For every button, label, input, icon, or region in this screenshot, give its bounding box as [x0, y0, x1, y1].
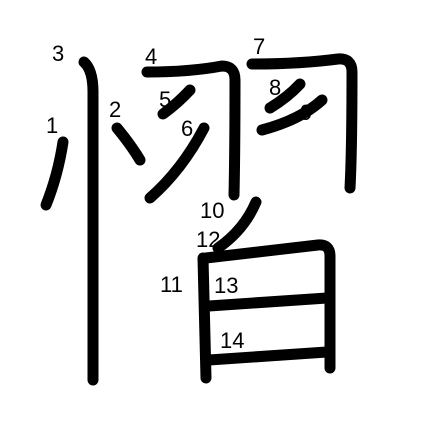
stroke-14: [203, 346, 333, 366]
stroke-8: [264, 78, 306, 114]
stroke-1: [40, 136, 69, 211]
stroke-number-4: 4: [145, 44, 157, 69]
stroke-7: [246, 53, 358, 194]
stroke-10: [212, 196, 262, 254]
stroke-6: [144, 122, 210, 204]
stroke-2: [111, 122, 146, 166]
stroke-12: [200, 239, 336, 374]
stroke-number-9: 9: [300, 100, 312, 125]
stroke-number-2: 2: [109, 97, 121, 122]
stroke-number-5: 5: [159, 87, 171, 112]
stroke-number-8: 8: [269, 75, 281, 100]
stroke-5: [157, 84, 196, 120]
stroke-13: [203, 292, 333, 312]
stroke-number-10: 10: [200, 198, 224, 223]
stroke-9: [256, 94, 328, 136]
stroke-number-3: 3: [52, 41, 64, 66]
stroke-number-6: 6: [181, 116, 193, 141]
stroke-number-11: 11: [160, 272, 183, 297]
stroke-number-12: 12: [196, 227, 220, 252]
stroke-3: [78, 56, 99, 386]
stroke-number-13: 13: [214, 273, 238, 298]
stroke-number-7: 7: [253, 34, 265, 59]
stroke-number-14: 14: [220, 328, 244, 353]
stroke-number-1: 1: [46, 113, 58, 138]
stroke-4: [141, 60, 241, 201]
